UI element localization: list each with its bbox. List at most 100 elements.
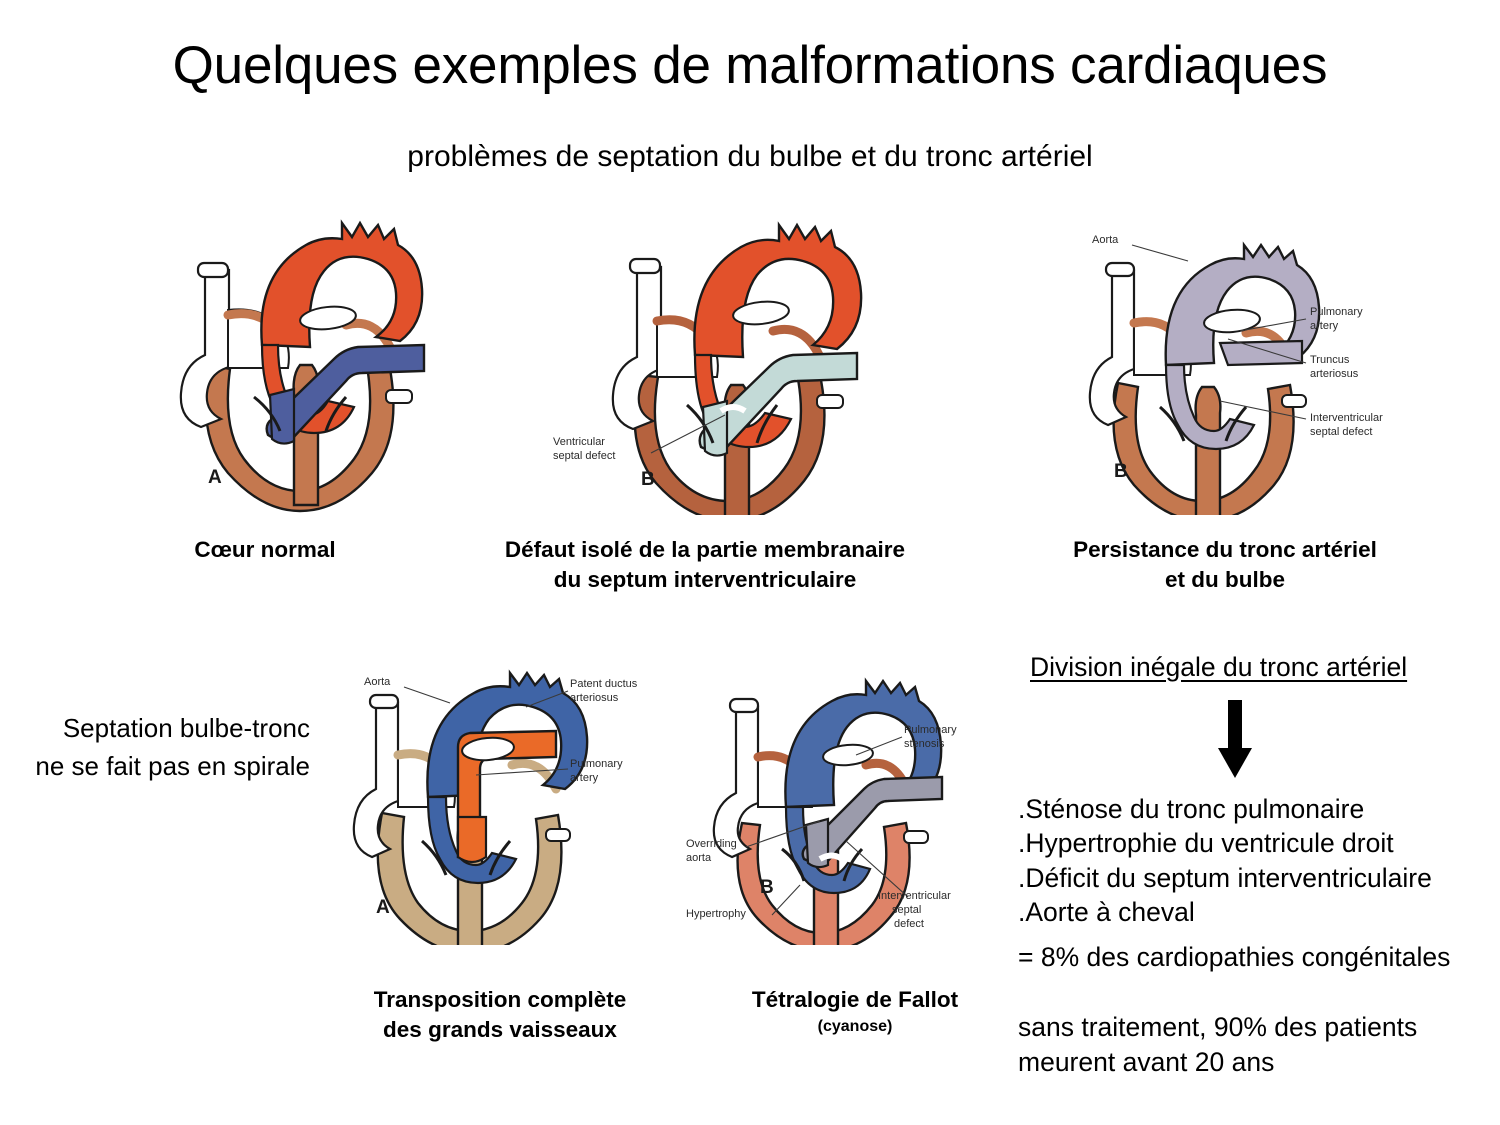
figure-transposition-heart: Aorta Patent ductus arteriosus Pulmonary… (330, 645, 670, 945)
aorta-label: Aorta (364, 676, 391, 688)
arterial-window (461, 736, 515, 762)
vessel-stub-right (816, 394, 844, 409)
vsd-heart-svg: Ventricular septal defect B (553, 221, 863, 515)
right-panel-heading: Division inégale du tronc artériel (1030, 652, 1408, 682)
caption-truncus-heart: Persistance du tronc artériel et du bulb… (1005, 535, 1445, 594)
valve-leaflet-left (253, 395, 282, 432)
vena-cava (712, 705, 760, 859)
pda-label-line-2: arteriosus (570, 692, 619, 704)
pa-label-line-1: Pulmonary (570, 758, 623, 770)
caption-line-1: Persistance du tronc artériel (1073, 537, 1377, 562)
figure-fallot-heart: Pulmonary stenosis Overriding aorta Hype… (680, 645, 1000, 945)
valve-leaflet-right (324, 396, 348, 432)
vsd-label-line-2: septal defect (553, 450, 615, 462)
caption-normal-heart: Cœur normal (115, 535, 415, 565)
pda-label-line-1: Patent ductus (570, 678, 638, 690)
pulmonary-trunk (268, 387, 296, 445)
ivsd-label-line-2: septal (892, 904, 921, 916)
valve-leaflet-left (781, 847, 806, 882)
page-title: Quelques exemples de malformations cardi… (172, 36, 1328, 95)
normal-heart-svg: A (179, 219, 426, 513)
arrow-head (1218, 748, 1252, 778)
truncus-label-line-2: arteriosus (1310, 368, 1359, 380)
panel-letter: A (208, 467, 222, 488)
vsd-leader-line (650, 414, 726, 454)
down-arrow-icon (1218, 700, 1252, 778)
pulmonary-label-line-2: artery (1310, 320, 1339, 332)
down-arrow (1205, 700, 1265, 785)
aorta (693, 221, 863, 359)
panel-letter: A (376, 897, 390, 918)
truncus-heart-svg: Aorta Pulmonary artery Truncus arteriosu… (1088, 234, 1383, 515)
stenosis-label-line-2: stenosis (904, 738, 945, 750)
ivsd-label-line-2: septal defect (1310, 426, 1372, 438)
vena-cava (352, 701, 400, 859)
ivsd-leader-line (1219, 400, 1307, 420)
vessel-stub-top-left (368, 693, 400, 710)
ventricle-wall (376, 811, 563, 945)
ventricle-wall (1112, 381, 1295, 515)
figure-vsd-heart: Ventricular septal defect B (545, 215, 885, 515)
overriding-aorta-label-line-2: aorta (686, 852, 712, 864)
hypertrophy-leader-line (771, 884, 801, 916)
branch-vessel-right (341, 318, 395, 352)
panel-letter: B (1114, 461, 1128, 482)
ivsd-label-line-1: Interventricular (878, 890, 951, 902)
page-subtitle: problèmes de septation du bulbe et du tr… (407, 140, 1093, 173)
vsd-label-line-1: Ventricular (553, 436, 605, 448)
prevalence-stat-text: = 8% des cardiopathies congénitales (1018, 942, 1451, 972)
septal-defect-gap (719, 404, 747, 414)
valve-leaflet-right (842, 847, 864, 882)
caption-line-1: Transposition complète (373, 987, 627, 1012)
vena-cava (611, 265, 663, 431)
stenosis-leader-line (855, 736, 903, 756)
pulmonary-label-line-1: Pulmonary (1310, 306, 1363, 318)
prognosis-note: sans traitement, 90% des patients meuren… (1018, 1010, 1417, 1080)
interventricular-septum (1194, 385, 1222, 515)
truncus-leader-line (1227, 338, 1307, 364)
consequences-list: .Sténose du tronc pulmonaire .Hypertroph… (1018, 792, 1432, 930)
pulmonary-trunk (456, 815, 488, 864)
figure-truncus-heart: Aorta Pulmonary artery Truncus arteriosu… (1070, 215, 1400, 515)
branch-vessel-right (768, 325, 824, 360)
panel-letter: B (760, 877, 774, 898)
caption-vsd-heart: Défaut isolé de la partie membranaire du… (455, 535, 955, 594)
pda-leader-line (525, 690, 569, 708)
aortic-window (822, 743, 874, 767)
septation-note-line-2: ne se fait pas en spirale (35, 750, 310, 781)
prognosis-line-1: sans traitement, 90% des patients (1018, 1012, 1418, 1042)
overriding-aorta-leader-line (745, 820, 821, 848)
caption-sublabel: (cyanose) (817, 1017, 893, 1035)
vessel-stub-right (545, 828, 571, 842)
aorta-leader-line (1131, 244, 1189, 262)
septation-note: Septation bulbe-tronc ne se fait pas en … (10, 710, 310, 785)
vessel-stub-top-left (1104, 261, 1136, 278)
aortic-window (299, 305, 357, 331)
vena-cava (1088, 269, 1136, 427)
list-item: .Aorte à cheval (1018, 897, 1195, 928)
valve-leaflet-right (488, 840, 512, 876)
list-item: .Hypertrophie du ventricule droit (1018, 828, 1394, 859)
valve-leaflet-left (686, 403, 715, 444)
hypertrophy-label: Hypertrophy (686, 908, 746, 920)
caption-line-2: des grands vaisseaux (383, 1016, 617, 1042)
caption-transposition-heart: Transposition complète des grands vaisse… (290, 985, 710, 1044)
septal-defect-gap (818, 852, 844, 862)
panel-letter: B (641, 469, 655, 490)
caption-line-2: du septum interventriculaire (553, 566, 857, 592)
arrow-shaft (1228, 700, 1242, 752)
vessel-stub-top-left (628, 257, 662, 275)
valve-leaflet-left (421, 839, 448, 876)
ivsd-label-line-3: defect (894, 918, 924, 930)
septation-note-line-1: Septation bulbe-tronc (62, 713, 310, 743)
caption-line-1: Tétralogie de Fallot (751, 987, 959, 1012)
caption-line-1: Cœur normal (194, 537, 336, 562)
vessel-stub-top-left (196, 261, 230, 279)
list-item: .Déficit du septum interventriculaire (1018, 862, 1432, 893)
caption-fallot-heart: Tétralogie de Fallot (cyanose) (710, 985, 1000, 1037)
vena-cava (179, 268, 231, 429)
valve-leaflet-right (755, 404, 779, 444)
vessel-stub-top-left (728, 697, 760, 714)
caption-line-1: Défaut isolé de la partie membranaire (504, 537, 906, 562)
pulmonary-branch (1218, 339, 1304, 367)
